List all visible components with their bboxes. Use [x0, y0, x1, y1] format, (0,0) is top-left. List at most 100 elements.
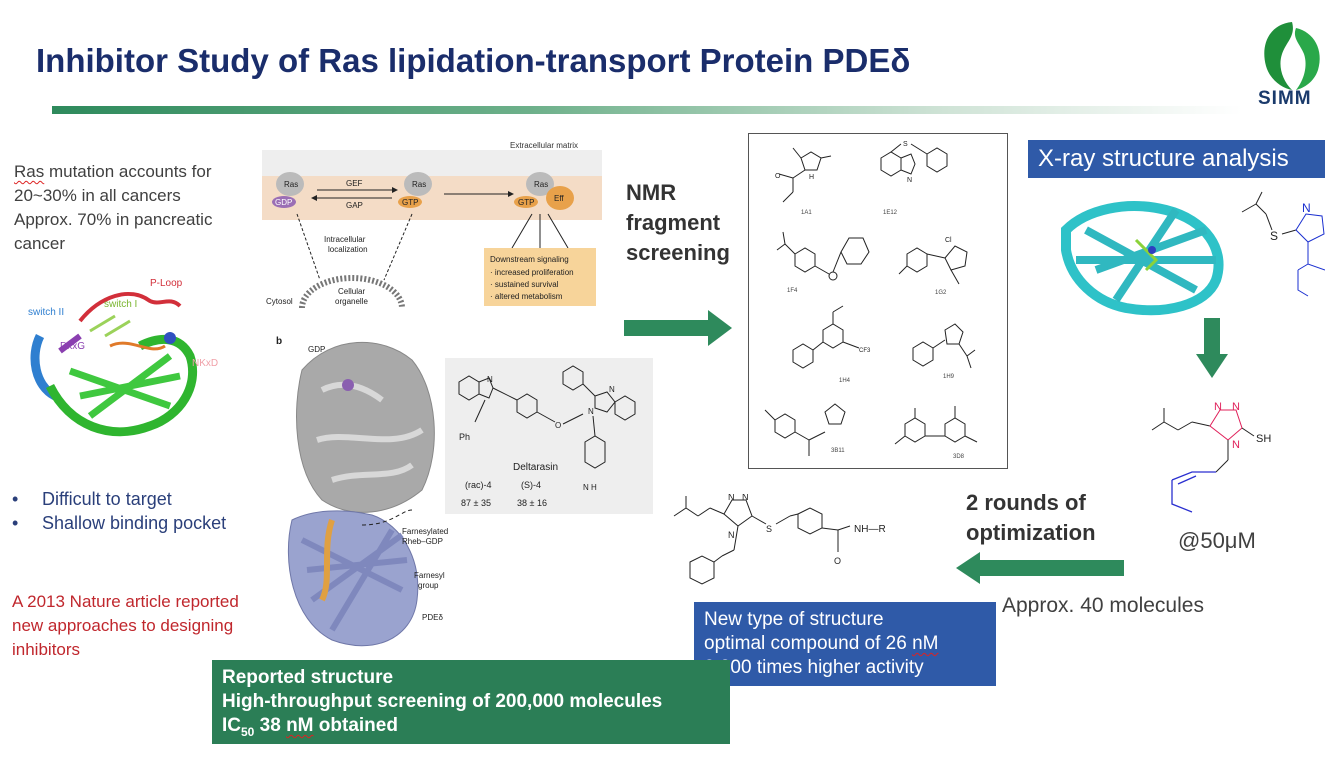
pathway-gtp2: GTP [518, 198, 534, 207]
nc-n1: N [728, 494, 735, 502]
hit-n3: N [1232, 439, 1240, 451]
frag-n: N [907, 177, 912, 184]
pde-delta-figure: b GDP Farnesylated Rheb–GDP Farnesyl gro… [276, 336, 448, 647]
frag-1a1: 1A1 [801, 210, 812, 216]
arrow-right-icon [624, 310, 732, 346]
optimization-label: 2 rounds of optimization [966, 488, 1136, 548]
ras-label-nkxd: NKxD [192, 358, 218, 369]
reported-structure-end: obtained [313, 715, 398, 736]
optimization-line1: 2 rounds of [966, 490, 1086, 515]
pathway-localization: localization [328, 245, 368, 254]
deltarasin-nh-n: N [583, 483, 589, 492]
challenge-bullets: •Difficult to target •Shallow binding po… [12, 487, 262, 535]
nmr-line2: fragment [626, 210, 721, 235]
reported-structure-line1: Reported structure [222, 667, 394, 688]
hit-sh: SH [1256, 433, 1271, 445]
hit-molecule-structure: N N N SH [1151, 401, 1271, 513]
nc-n2: N [742, 494, 749, 502]
deltarasin-o: O [555, 421, 561, 430]
frag-cf3: CF3 [859, 348, 871, 354]
deltarasin-s: (S)-4 [521, 480, 541, 490]
ras-label-switch-ii: switch II [28, 307, 64, 318]
pathway-eff: Eff [554, 194, 564, 203]
reported-structure-box: Reported structure High-throughput scree… [212, 660, 730, 744]
frag-3b11: 3B11 [831, 448, 845, 454]
xray-s: S [1270, 229, 1278, 243]
pathway-ras1: Ras [284, 180, 298, 189]
pathway-ras3: Ras [534, 180, 548, 189]
bullet-item: •Difficult to target [12, 489, 172, 509]
arrow-left-icon [956, 552, 1124, 584]
pde-panel-label: b [276, 336, 282, 347]
new-structure-nm: nM [912, 633, 939, 654]
bullet-text: Shallow binding pocket [42, 513, 227, 533]
ras-ribbon-structure: switch II switch I P-Loop DxxG NKxD [28, 278, 218, 437]
hit-activity: ‬@50μM [1178, 528, 1256, 553]
frag-1f4: 1F4 [787, 288, 798, 294]
pathway-gdp: GDP [275, 198, 292, 207]
pde-group: group [418, 581, 439, 590]
nature-note-line1: A 2013 Nature article reported [12, 592, 239, 611]
new-structure-line1: New type of structure [704, 609, 884, 630]
deltarasin-rac: (rac)-4 [465, 480, 492, 490]
pathway-organelle: organelle [335, 297, 368, 306]
pde-rheb: Rheb–GDP [402, 537, 443, 546]
nature-note-line2: new approaches to designing [12, 616, 234, 635]
frag-1h9: 1H9 [943, 374, 955, 380]
title-divider [52, 106, 1242, 114]
deltarasin-n2: N [609, 385, 615, 394]
pathway-extracellular: Extracellular matrix [510, 141, 578, 150]
ras-pathway-figure: Extracellular matrix Ras GDP Ras GTP Ras… [262, 138, 602, 310]
deltarasin-ph: Ph [459, 432, 470, 442]
bullet-item: •Shallow binding pocket [12, 513, 227, 533]
pathway-cellular: Cellular [338, 287, 365, 296]
new-structure-line3: 2,000 times higher activity [704, 657, 924, 678]
nc-o: O [834, 556, 841, 566]
fragment-structures: O H 1A1 S N 1E12 1F4 Cl 1G2 CF3 [764, 141, 978, 460]
frag-1g2: 1G2 [935, 290, 947, 296]
bullet-text: Difficult to target [42, 489, 172, 509]
fragment-panel: O H 1A1 S N 1E12 1F4 Cl 1G2 CF3 [748, 133, 1008, 469]
deltarasin-structure: N Ph O N N N H (rac)-4 Deltarasin (S)-4 … [445, 358, 653, 514]
intro-line1: mutation accounts for [44, 162, 212, 181]
frag-h: H [809, 174, 814, 181]
simm-logo-icon [1264, 22, 1320, 90]
hit-n2: N [1232, 401, 1240, 413]
intro-line2: 20~30% in all cancers [14, 186, 181, 205]
intro-text: Ras mutation accounts for 20~30% in all … [14, 160, 254, 256]
frag-1h4: 1H4 [839, 378, 851, 384]
pathway-cytosol: Cytosol [266, 297, 293, 306]
new-compound-structure: N N N S O NH—R [673, 494, 886, 585]
ras-label-p-loop: P-Loop [150, 278, 183, 289]
intro-line4: cancer [14, 234, 66, 253]
intro-ras-word: Ras [14, 162, 45, 181]
reported-structure-nm: nM [286, 715, 314, 736]
hit-n1: N [1214, 401, 1222, 413]
new-structure-box: New type of structure optimal compound o… [694, 602, 996, 686]
pathway-d3: · altered metabolism [490, 292, 563, 301]
frag-s: S [903, 141, 908, 148]
pathway-downstream: Downstream signaling [490, 255, 569, 264]
nc-s: S [766, 524, 772, 534]
pathway-d2: · sustained survival [490, 280, 559, 289]
ras-label-dxxg: DxxG [60, 341, 85, 352]
reported-structure-line2: High-throughput screening of 200,000 mol… [222, 691, 663, 712]
ras-label-switch-i: switch I [104, 299, 137, 310]
deltarasin-n1: N [487, 375, 493, 384]
optimization-line2: optimization [966, 520, 1096, 545]
reported-structure-ic: IC [222, 715, 241, 736]
pde-label: PDEδ [422, 613, 443, 622]
pathway-gtp1: GTP [402, 198, 418, 207]
pathway-intracellular: Intracellular [324, 235, 366, 244]
nc-nhr: NH—R [854, 524, 886, 535]
xray-ribbon-structure [1061, 201, 1224, 316]
nmr-label: NMR fragment screening [626, 178, 746, 268]
deltarasin-v1: 87 ± 35 [461, 498, 491, 508]
nature-note-line3: inhibitors [12, 640, 81, 659]
deltarasin-n4: N [625, 473, 626, 475]
nmr-line1: NMR [626, 180, 677, 205]
frag-3d8: 3D8 [953, 454, 965, 460]
arrow-down-icon [1196, 318, 1228, 378]
reported-structure-value: 38 [254, 715, 287, 736]
intro-line3: Approx. 70% in pancreatic [14, 210, 213, 229]
